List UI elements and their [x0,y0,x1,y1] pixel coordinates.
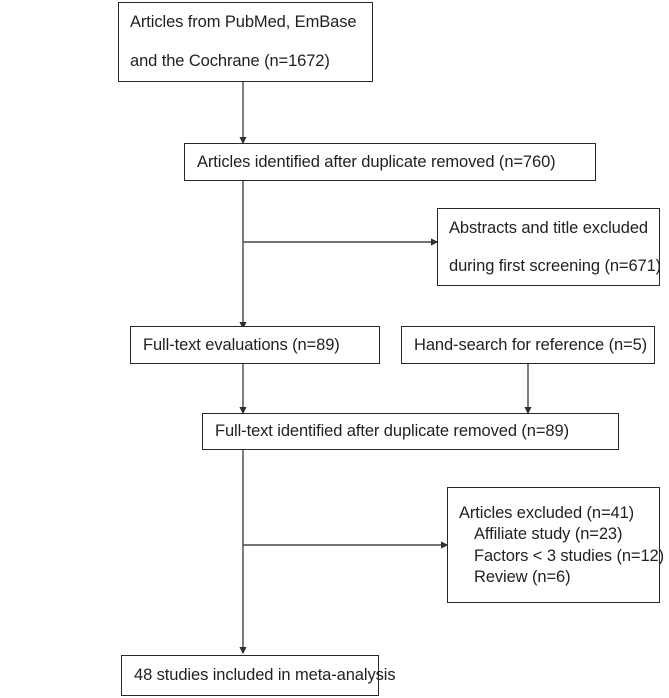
articles-excluded-total: Articles excluded (n=41) [459,503,635,522]
identification-line-2: and the Cochrane (n=1672) [130,52,330,71]
hand-search-label: Hand-search for reference (n=5) [414,335,648,354]
articles-excluded-review: Review (n=6) [474,568,571,586]
full-text-evaluations-box: Full-text evaluations (n=89) [130,326,380,364]
abstract-title-excluded-box: Abstracts and title excluded during firs… [437,208,662,286]
articles-excluded-box: Articles excluded (n=41) Affiliate study… [447,487,664,603]
hand-search-box: Hand-search for reference (n=5) [401,326,655,364]
abstract-excluded-line-1: Abstracts and title excluded [449,218,648,237]
articles-excluded-factors: Factors < 3 studies (n=12) [474,546,664,565]
duplicates-removed-label: Articles identified after duplicate remo… [197,152,556,171]
full-text-evaluations-label: Full-text evaluations (n=89) [143,335,340,354]
abstract-excluded-line-2: during first screening (n=671) [449,256,662,275]
articles-excluded-affiliate-study: Affiliate study (n=23) [474,525,623,543]
identification-box: Articles from PubMed, EmBase and the Coc… [118,2,373,82]
duplicates-removed-box: Articles identified after duplicate remo… [184,143,596,181]
included-studies-box: 48 studies included in meta-analysis [121,655,396,696]
included-studies-label: 48 studies included in meta-analysis [134,666,396,685]
identification-line-1: Articles from PubMed, EmBase [130,13,357,32]
full-text-identified-label: Full-text identified after duplicate rem… [215,422,569,441]
full-text-duplicates-removed-box: Full-text identified after duplicate rem… [202,413,619,450]
